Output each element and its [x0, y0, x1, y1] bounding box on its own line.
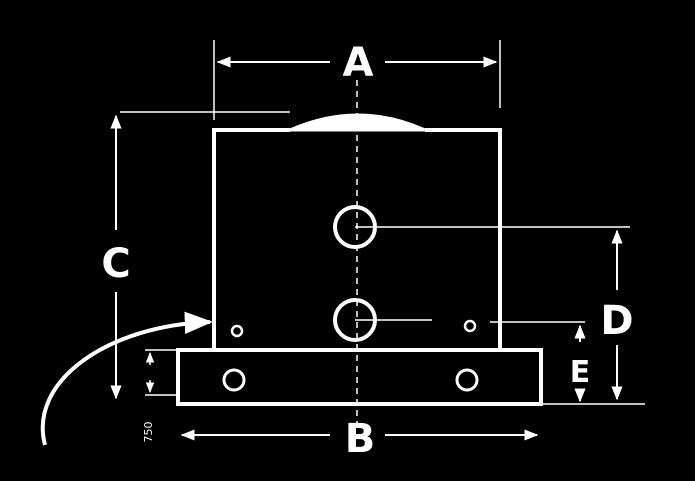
small-hole-right	[463, 319, 477, 333]
label-b: B	[345, 416, 376, 462]
dimension-c: C	[101, 114, 131, 400]
dimension-b: B	[180, 416, 539, 462]
dimension-d: D	[600, 229, 634, 401]
curved-pointer-arrow	[40, 311, 213, 446]
base-hole-left	[222, 368, 246, 392]
label-small-dim: 750	[142, 422, 155, 443]
dimension-e: E	[570, 324, 591, 403]
housing-outline	[212, 113, 502, 352]
dimension-a: A	[216, 40, 498, 86]
extension-lines	[120, 40, 645, 405]
label-e: E	[570, 355, 591, 390]
base-plate	[176, 348, 543, 406]
top-cap	[289, 113, 426, 132]
label-d: D	[600, 298, 633, 344]
label-a: A	[343, 40, 374, 86]
small-hole-left	[230, 324, 244, 338]
base-hole-right	[455, 368, 479, 392]
label-c: C	[101, 241, 130, 287]
dimension-small: 750	[142, 351, 155, 443]
